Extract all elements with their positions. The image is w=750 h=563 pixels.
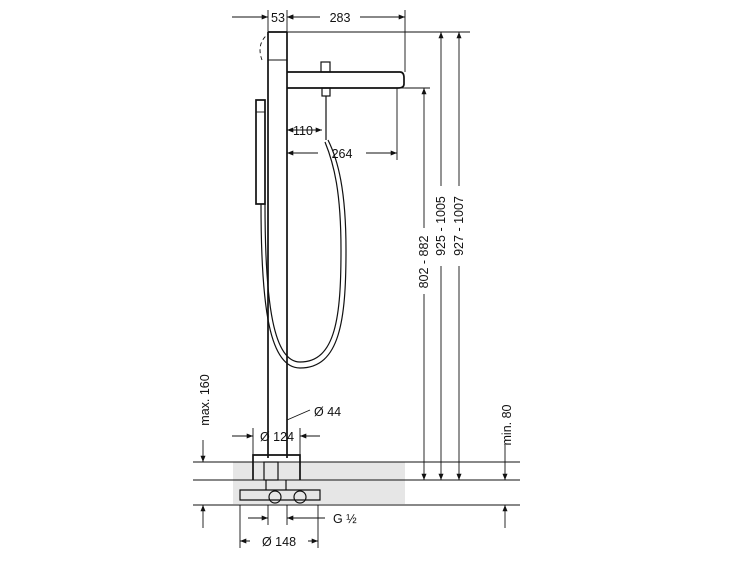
spout xyxy=(287,71,405,89)
dim-max160-label: max. 160 xyxy=(198,374,212,425)
rough-in-body xyxy=(239,489,321,501)
top-dimensions: 53 283 110 264 xyxy=(232,10,406,161)
dim-g-label: G ½ xyxy=(333,512,357,526)
connector-left xyxy=(268,490,282,504)
shower-hose-outer xyxy=(260,139,347,369)
left-dimensions: max. 160 xyxy=(198,374,212,528)
dim-110-label: 110 xyxy=(293,124,313,138)
right-dimensions: 802 - 882 925 - 1005 927 - 1007 min. 80 xyxy=(287,31,514,528)
diverter-knob xyxy=(321,87,331,97)
dim-53-label: 53 xyxy=(271,11,285,25)
swivel-arc xyxy=(259,33,269,61)
faucet-body xyxy=(239,31,405,504)
dim-44-label: Ø 44 xyxy=(314,405,341,419)
dim-927-label: 927 - 1007 xyxy=(452,196,466,256)
dim-802-label: 802 - 882 xyxy=(417,236,431,289)
base-collar xyxy=(263,461,279,481)
hand-shower xyxy=(255,99,266,205)
floor-fill xyxy=(233,462,405,504)
mixer-lever xyxy=(320,61,331,73)
dim-148-label: Ø 148 xyxy=(262,535,296,549)
base-body xyxy=(252,454,301,480)
connector-right xyxy=(293,490,307,504)
floor-section xyxy=(193,461,520,506)
dim-124-label: Ø 124 xyxy=(260,430,294,444)
dim-283-label: 283 xyxy=(330,11,351,25)
dim-min80-label: min. 80 xyxy=(500,404,514,445)
leader-44 xyxy=(286,409,311,421)
dim-264-label: 264 xyxy=(332,147,353,161)
dim-925-label: 925 - 1005 xyxy=(434,196,448,256)
base-dimensions: Ø 44 Ø 124 G ½ Ø 148 xyxy=(232,405,357,549)
shower-hose-inner xyxy=(264,141,342,363)
